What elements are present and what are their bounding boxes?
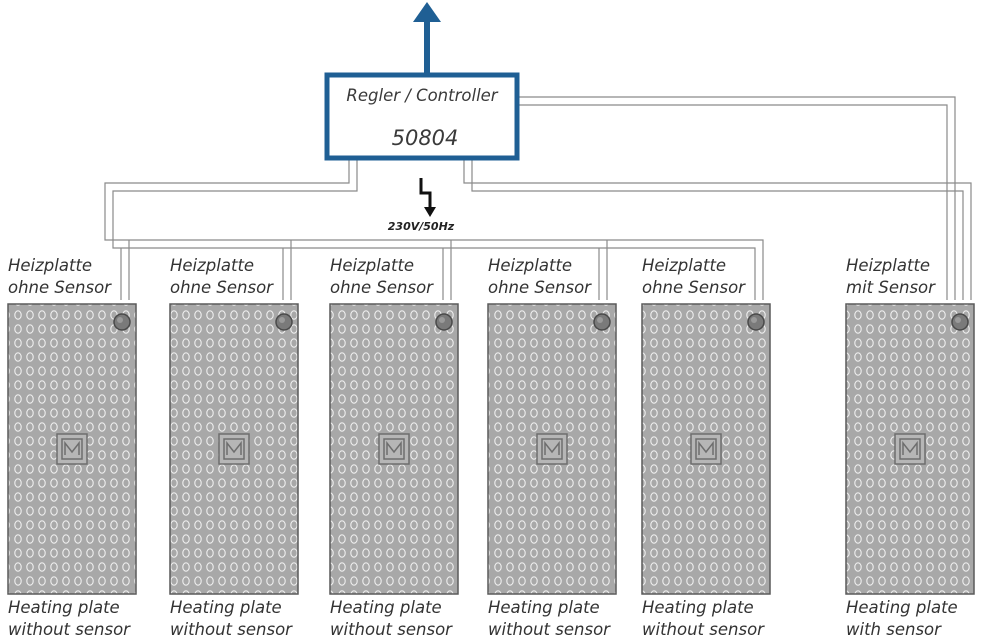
wiring [104, 96, 972, 300]
plate-label-en-line1: Heating plate [170, 598, 282, 617]
output-arrow [413, 2, 441, 74]
plate-label-de-line2: ohne Sensor [170, 278, 274, 297]
wire [471, 158, 964, 300]
controller-model: 50804 [392, 126, 459, 150]
plate-label-de-line1: Heizplatte [846, 256, 930, 275]
connector-highlight [597, 317, 603, 323]
power-label: 230V/50Hz [388, 220, 455, 233]
plate-label-de-line1: Heizplatte [170, 256, 254, 275]
brand-logo-icon [536, 433, 568, 465]
plate-label-de-line2: mit Sensor [846, 278, 936, 297]
plate-label-en-line2: without sensor [330, 620, 453, 639]
connector-highlight [439, 317, 445, 323]
connector-highlight [955, 317, 961, 323]
controller-box: Regler / Controller 50804 [324, 72, 520, 161]
plate-label-en-line1: Heating plate [642, 598, 754, 617]
connector-highlight [751, 317, 757, 323]
controller-label: Regler / Controller [346, 86, 498, 105]
plate-label-en-line1: Heating plate [330, 598, 442, 617]
plate-label-en-line2: without sensor [642, 620, 765, 639]
wire [112, 158, 756, 300]
connector-highlight [279, 317, 285, 323]
brand-logo-icon [56, 433, 88, 465]
plate-label-en-line1: Heating plate [488, 598, 600, 617]
wire [463, 158, 972, 300]
plate-label-de-line1: Heizplatte [642, 256, 726, 275]
plate-label-de-line1: Heizplatte [488, 256, 572, 275]
plate-label-en-line2: without sensor [170, 620, 293, 639]
plate-label-en-line2: without sensor [488, 620, 611, 639]
wire [104, 158, 764, 300]
plate-label-en-line2: without sensor [8, 620, 131, 639]
plate-label-de-line2: ohne Sensor [8, 278, 112, 297]
brand-logo-icon [690, 433, 722, 465]
plate-label-en-line2: with sensor [846, 620, 942, 639]
plate-label-de-line2: ohne Sensor [642, 278, 746, 297]
power-symbol: 230V/50Hz [388, 178, 455, 233]
plate-label-de-line1: Heizplatte [330, 256, 414, 275]
plate-label-en-line1: Heating plate [846, 598, 958, 617]
brand-logo-icon [894, 433, 926, 465]
plate-label-en-line1: Heating plate [8, 598, 120, 617]
connector-highlight [117, 317, 123, 323]
plate-label-de-line1: Heizplatte [8, 256, 92, 275]
wire [517, 104, 948, 300]
wire [517, 96, 956, 300]
brand-logo-icon [218, 433, 250, 465]
brand-logo-icon [378, 433, 410, 465]
plate-label-de-line2: ohne Sensor [488, 278, 592, 297]
plate-label-de-line2: ohne Sensor [330, 278, 434, 297]
